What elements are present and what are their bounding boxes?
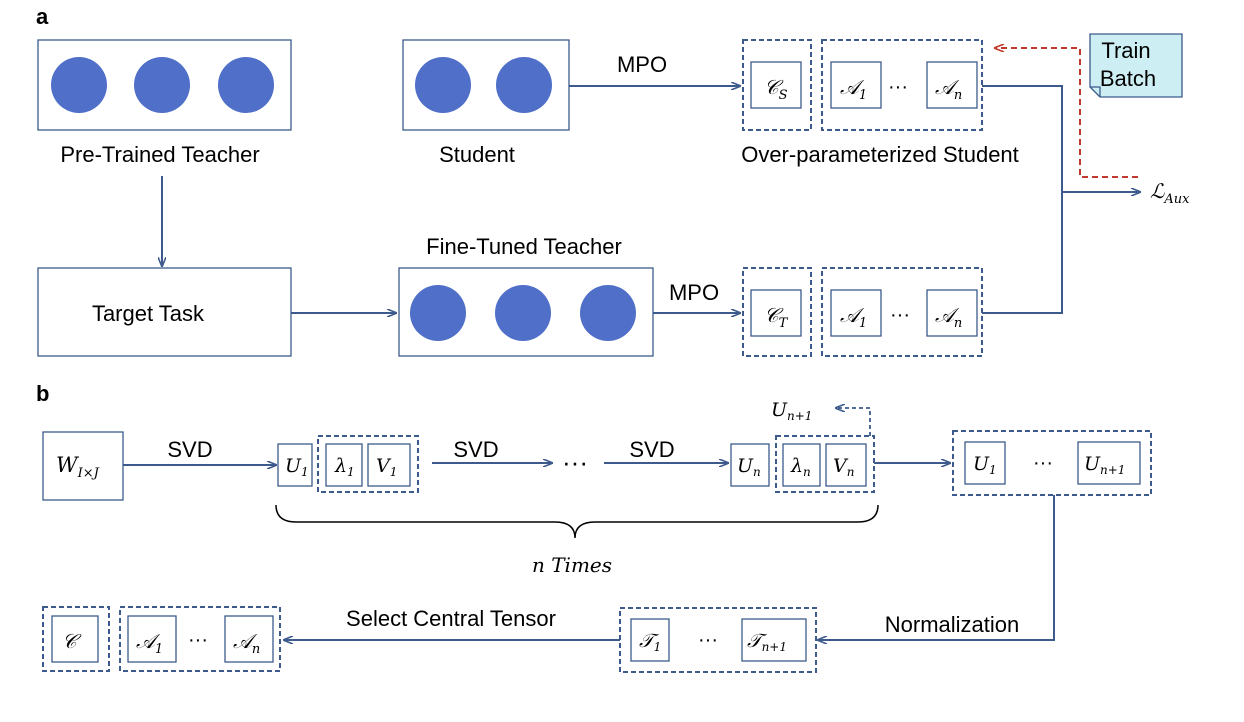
pretrained-teacher-block (37, 39, 292, 131)
un-box (730, 443, 770, 487)
w-matrix-box (42, 431, 124, 501)
student-block (402, 39, 570, 131)
svd-ellipsis: ··· (562, 447, 588, 477)
u-sequence-group: U1 ··· Un+1 (952, 430, 1152, 496)
target-task-label: Target Task (92, 301, 205, 326)
svd-label-1: SVD (167, 437, 212, 462)
teacher-a-tensors: 𝒜1 ··· 𝒜n (821, 267, 983, 357)
svg-text:···: ··· (188, 629, 208, 651)
fine-tuned-teacher-block (398, 267, 654, 357)
cs-tensor: 𝒞S (742, 39, 812, 131)
svg-text:Vn: Vn (833, 455, 854, 479)
svg-text:U1: U1 (973, 453, 997, 477)
train-batch-feedback-arrow (995, 48, 1138, 178)
panel-b-label: b (36, 381, 49, 406)
svg-text:···: ··· (890, 304, 910, 326)
n-times-brace (275, 504, 879, 539)
normalization-arrow (818, 495, 1055, 640)
loss-bracket (982, 85, 1063, 314)
select-central-label: Select Central Tensor (346, 606, 556, 631)
loss-aux: ℒAux (1150, 179, 1190, 207)
mpo-label-bottom: MPO (669, 280, 719, 305)
svg-text:Batch: Batch (1100, 66, 1156, 91)
svg-text:V1: V1 (376, 455, 397, 479)
n-times-label: n Times (532, 553, 612, 577)
train-batch-note: Train Batch (1089, 33, 1183, 98)
ct-tensor: 𝒞T (742, 267, 812, 357)
svg-text:U1: U1 (285, 455, 309, 479)
lambda1-v1-group: λ1 V1 (317, 435, 419, 493)
mpo-label-top: MPO (617, 52, 667, 77)
w-matrix: WI×J (56, 453, 100, 481)
svg-text:λ1: λ1 (334, 455, 355, 479)
over-param-student-label: Over-parameterized Student (741, 142, 1019, 167)
t-sequence-group: 𝒯1 ··· 𝒯n+1 (619, 607, 817, 673)
u1-box (277, 443, 313, 487)
svg-text:λn: λn (790, 455, 811, 479)
svd-label-2: SVD (453, 437, 498, 462)
fine-tuned-teacher-label: Fine-Tuned Teacher (426, 234, 622, 259)
un1-loop-arrow (836, 408, 871, 436)
svg-text:Un+1: Un+1 (1084, 453, 1125, 477)
pretrained-teacher-label: Pre-Trained Teacher (60, 142, 259, 167)
svg-text:Un: Un (737, 455, 761, 479)
panel-a-label: a (36, 4, 49, 29)
svd-label-3: SVD (629, 437, 674, 462)
target-task-box (37, 267, 292, 357)
student-label: Student (439, 142, 515, 167)
normalization-label: Normalization (885, 612, 1020, 637)
svg-text:···: ··· (888, 76, 908, 98)
un1-label: Un+1 (771, 399, 812, 423)
svg-text:Train: Train (1101, 38, 1150, 63)
svg-text:···: ··· (698, 629, 718, 651)
central-tensor-c: 𝒞 (42, 606, 110, 672)
student-a-tensors: 𝒜1 ··· 𝒜n (821, 39, 983, 131)
svg-text:···: ··· (1033, 452, 1053, 474)
lambdan-vn-group: λn Vn (775, 435, 875, 493)
final-a-tensors: 𝒜1 ··· 𝒜n (119, 606, 281, 672)
svg-text:𝒯n+1: 𝒯n+1 (747, 630, 787, 654)
